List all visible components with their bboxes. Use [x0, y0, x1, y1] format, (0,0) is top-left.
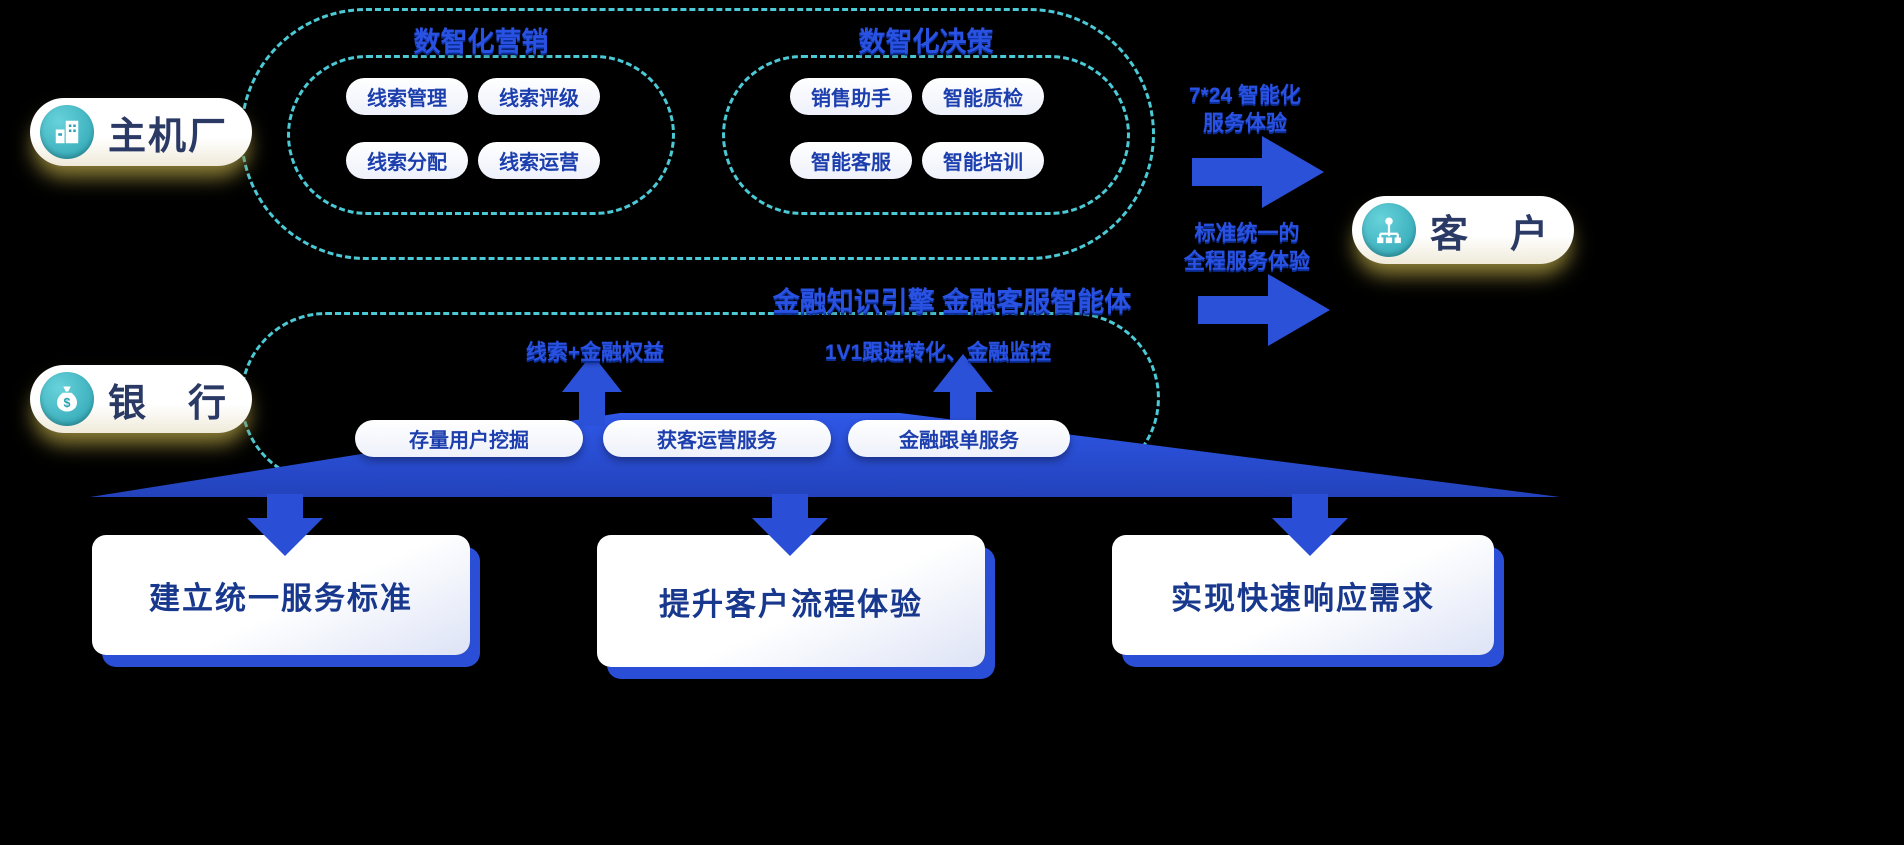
- decision-pill: 智能质检: [922, 78, 1044, 115]
- decision-pill: 智能培训: [922, 142, 1044, 179]
- svg-text:$: $: [64, 396, 71, 410]
- org-chart-icon: [1362, 203, 1416, 257]
- actor-oem-label: 主机厂: [108, 115, 229, 158]
- marketing-pill: 线索分配: [346, 142, 468, 179]
- bank-right-caption: 1V1跟进转化、金融监控: [824, 341, 1052, 364]
- actor-bank-label: 银 行: [108, 382, 229, 425]
- decision-pill: 销售助手: [790, 78, 912, 115]
- customer-arrow-bottom-line1: 标准统一的: [1194, 222, 1300, 245]
- right-arrow-bottom: [1198, 274, 1330, 346]
- actor-oem: 主机厂: [30, 98, 253, 166]
- bank-pill: 金融跟单服务: [848, 420, 1070, 457]
- engine-caption: 金融知识引擎 金融客服智能体: [772, 287, 1132, 317]
- decision-box: [722, 55, 1130, 215]
- money-bag-icon: $: [40, 372, 94, 426]
- marketing-pill: 线索评级: [478, 78, 600, 115]
- customer-arrow-bottom-line2: 全程服务体验: [1184, 250, 1310, 273]
- building-icon: [40, 105, 94, 159]
- customer-arrow-bottom-label: 标准统一的 全程服务体验: [1152, 220, 1342, 276]
- right-arrow-top: [1192, 136, 1324, 208]
- actor-customer: 客 户: [1352, 196, 1575, 264]
- customer-arrow-top-line2: 服务体验: [1203, 112, 1287, 135]
- outcome-box-3: 实现快速响应需求: [1112, 535, 1494, 655]
- marketing-box: [287, 55, 675, 215]
- outcome-box-1: 建立统一服务标准: [92, 535, 470, 655]
- outcome-box-2: 提升客户流程体验: [597, 535, 985, 667]
- marketing-pill: 线索管理: [346, 78, 468, 115]
- marketing-pill: 线索运营: [478, 142, 600, 179]
- actor-customer-label: 客 户: [1430, 213, 1551, 256]
- actor-bank: $ 银 行: [30, 365, 253, 433]
- bank-pill: 获客运营服务: [603, 420, 831, 457]
- decision-title: 数智化决策: [858, 27, 994, 57]
- decision-pill: 智能客服: [790, 142, 912, 179]
- bank-left-caption: 线索+金融权益: [525, 341, 665, 364]
- customer-arrow-top-line1: 7*24 智能化: [1188, 84, 1302, 107]
- marketing-title: 数智化营销: [413, 27, 549, 57]
- customer-arrow-top-label: 7*24 智能化 服务体验: [1150, 82, 1340, 138]
- bank-pill: 存量用户挖掘: [355, 420, 583, 457]
